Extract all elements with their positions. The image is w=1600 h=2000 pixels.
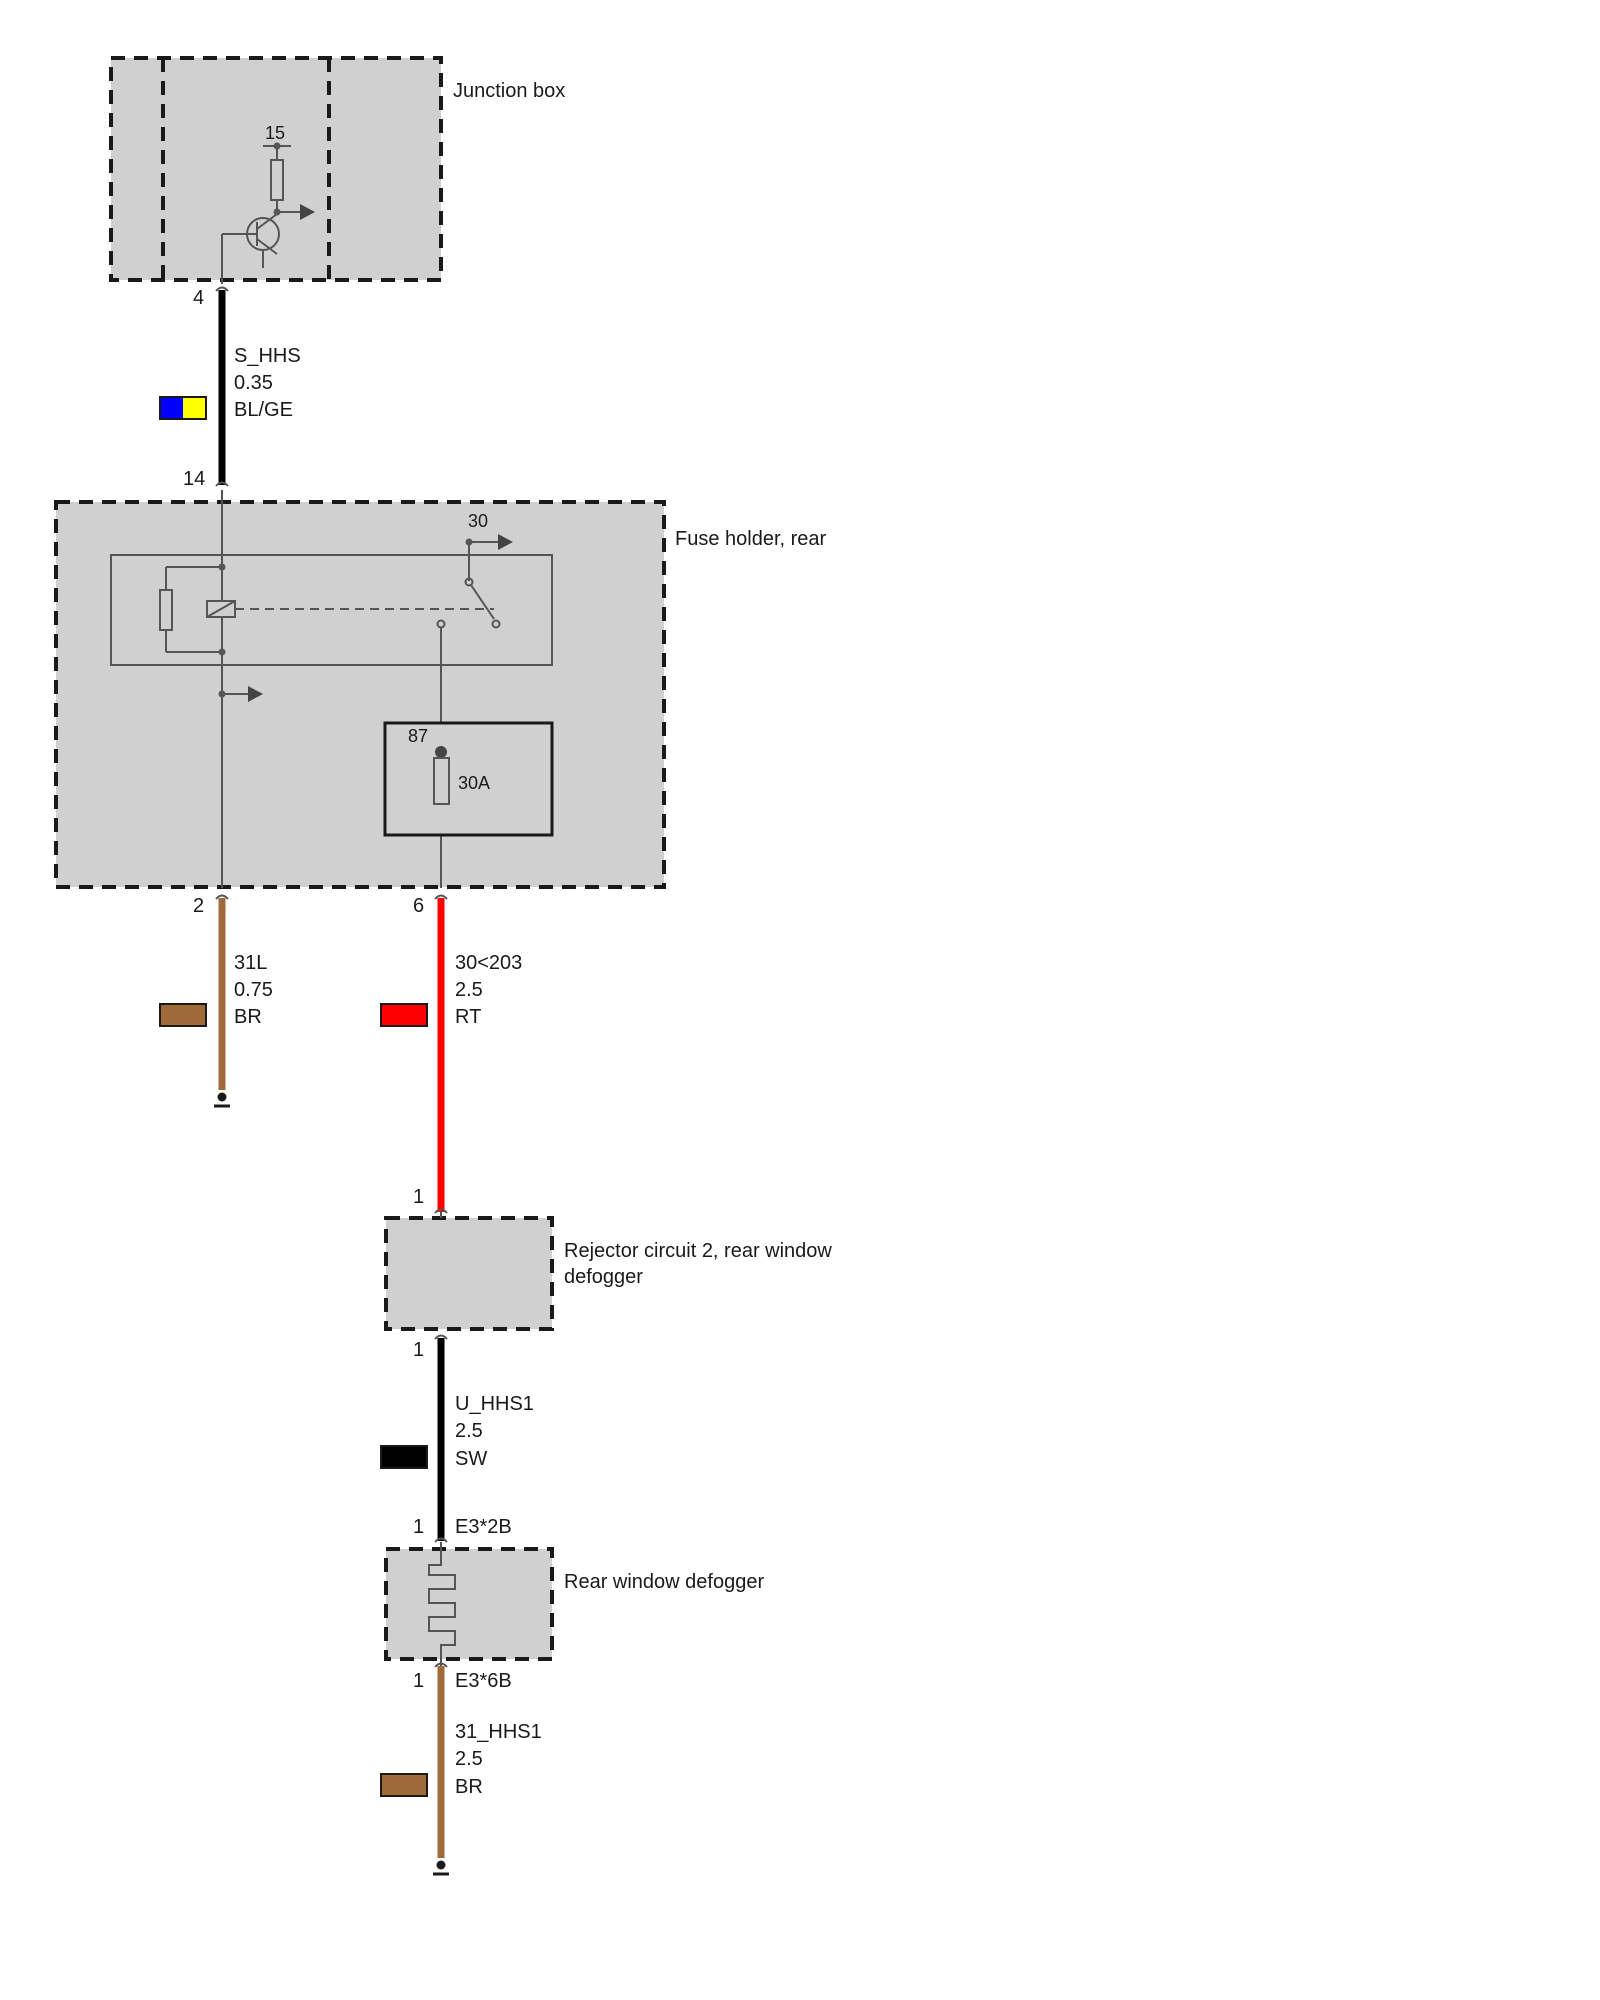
transistor-icon <box>221 213 280 284</box>
color-swatch-segment <box>183 397 206 419</box>
wire-31l-gauge: 0.75 <box>234 979 273 1001</box>
color-swatch-segment <box>381 1446 427 1468</box>
rejector-pin-in: 1 <box>413 1186 424 1208</box>
defogger-connector-in: E3*2B <box>455 1516 512 1538</box>
defogger-pin-out: 1 <box>413 1670 424 1692</box>
color-swatch-segment <box>381 1774 427 1796</box>
rejector-circuit: Rejector circuit 2, rear window defogger… <box>384 1212 832 1361</box>
relay-resistor-icon <box>159 589 173 631</box>
color-swatch-segment <box>381 1004 427 1026</box>
fuse-box <box>383 721 554 837</box>
fuse-holder-outline <box>54 500 666 889</box>
terminal-30-label: 30 <box>468 511 488 531</box>
output-arrow-icon <box>248 686 263 702</box>
wire-u-hhs1: U_HHS1 2.5 SW 1 E3*2B <box>380 1334 534 1543</box>
wire-30-203-color-swatch <box>380 1003 428 1027</box>
defogger-outline <box>384 1547 554 1661</box>
wire-31-hhs1-gauge: 2.5 <box>455 1748 483 1770</box>
rear-window-defogger: Rear window defogger 1 E3*6B <box>384 1542 764 1692</box>
ground-icon <box>214 1092 230 1108</box>
fuse-holder-pin-14: 14 <box>183 468 205 490</box>
fuse-holder-label: Fuse holder, rear <box>675 528 827 550</box>
defogger-connector-out: E3*6B <box>455 1670 512 1692</box>
wire-31l-signal: 31L <box>234 952 267 974</box>
color-swatch-border <box>380 1445 428 1469</box>
defogger-label: Rear window defogger <box>564 1571 764 1593</box>
color-swatch-border <box>380 1773 428 1797</box>
wire-31-hhs1-signal: 31_HHS1 <box>455 1721 542 1743</box>
defogger-pin-in: 1 <box>413 1516 424 1538</box>
wire-31-hhs1: 31_HHS1 2.5 BR <box>380 1662 542 1876</box>
junction-box-label: Junction box <box>453 80 565 102</box>
fuse-holder-pin-6: 6 <box>413 895 424 917</box>
terminal-87-label: 87 <box>408 726 428 746</box>
wire-s-hhs-signal: S_HHS <box>234 345 301 367</box>
color-swatch-segment <box>160 397 183 419</box>
wire-30-203-signal: 30<203 <box>455 952 522 974</box>
wire-31l-color-swatch <box>159 1003 207 1027</box>
fuse-icon <box>433 757 450 805</box>
fuse-holder-pin-2: 2 <box>193 895 204 917</box>
wire-30-203: 30<203 2.5 RT 1 <box>380 894 522 1214</box>
wire-30-203-gauge: 2.5 <box>455 979 483 1001</box>
output-arrow-icon <box>300 204 315 220</box>
color-swatch-border <box>159 396 207 420</box>
wire-30-203-color-code: RT <box>455 1006 481 1028</box>
color-swatch-segment <box>160 1004 206 1026</box>
color-swatch-border <box>380 1003 428 1027</box>
wire-u-hhs1-color-code: SW <box>455 1448 487 1470</box>
rejector-outline <box>384 1216 554 1331</box>
rejector-pin-out: 1 <box>413 1339 424 1361</box>
wire-s-hhs-color-code: BL/GE <box>234 399 293 421</box>
wire-31-hhs1-color-swatch <box>380 1773 428 1797</box>
wire-s-hhs-gauge: 0.35 <box>234 372 273 394</box>
relay-enclosure <box>110 554 553 666</box>
color-swatch-border <box>159 1003 207 1027</box>
wire-u-hhs1-gauge: 2.5 <box>455 1420 483 1442</box>
wire-s-hhs-color-swatch <box>159 396 207 420</box>
wire-31-hhs1-color-code: BR <box>455 1776 483 1798</box>
wire-u-hhs1-color-swatch <box>380 1445 428 1469</box>
rejector-label-line2: defogger <box>564 1266 643 1288</box>
relay-coil-icon <box>206 600 236 618</box>
ground-icon <box>433 1860 449 1876</box>
junction-box-pin-4: 4 <box>193 287 204 309</box>
terminal-15-label: 15 <box>265 123 285 143</box>
relay-switch-icon <box>436 534 513 629</box>
wire-31l: 31L 0.75 BR <box>159 894 273 1108</box>
fuse-holder-rear: 30 87 30A Fuse holder, rear 2 6 <box>54 490 827 917</box>
resistor-icon <box>270 159 284 201</box>
junction-box: 15 Junction box 4 <box>109 56 565 309</box>
wire-31l-color-code: BR <box>234 1006 262 1028</box>
heating-element-icon <box>428 1542 456 1666</box>
wire-u-hhs1-signal: U_HHS1 <box>455 1393 534 1415</box>
rejector-label-line1: Rejector circuit 2, rear window <box>564 1240 832 1262</box>
fuse-rating-label: 30A <box>458 773 490 793</box>
wire-s-hhs: S_HHS 0.35 BL/GE 14 <box>159 286 301 490</box>
